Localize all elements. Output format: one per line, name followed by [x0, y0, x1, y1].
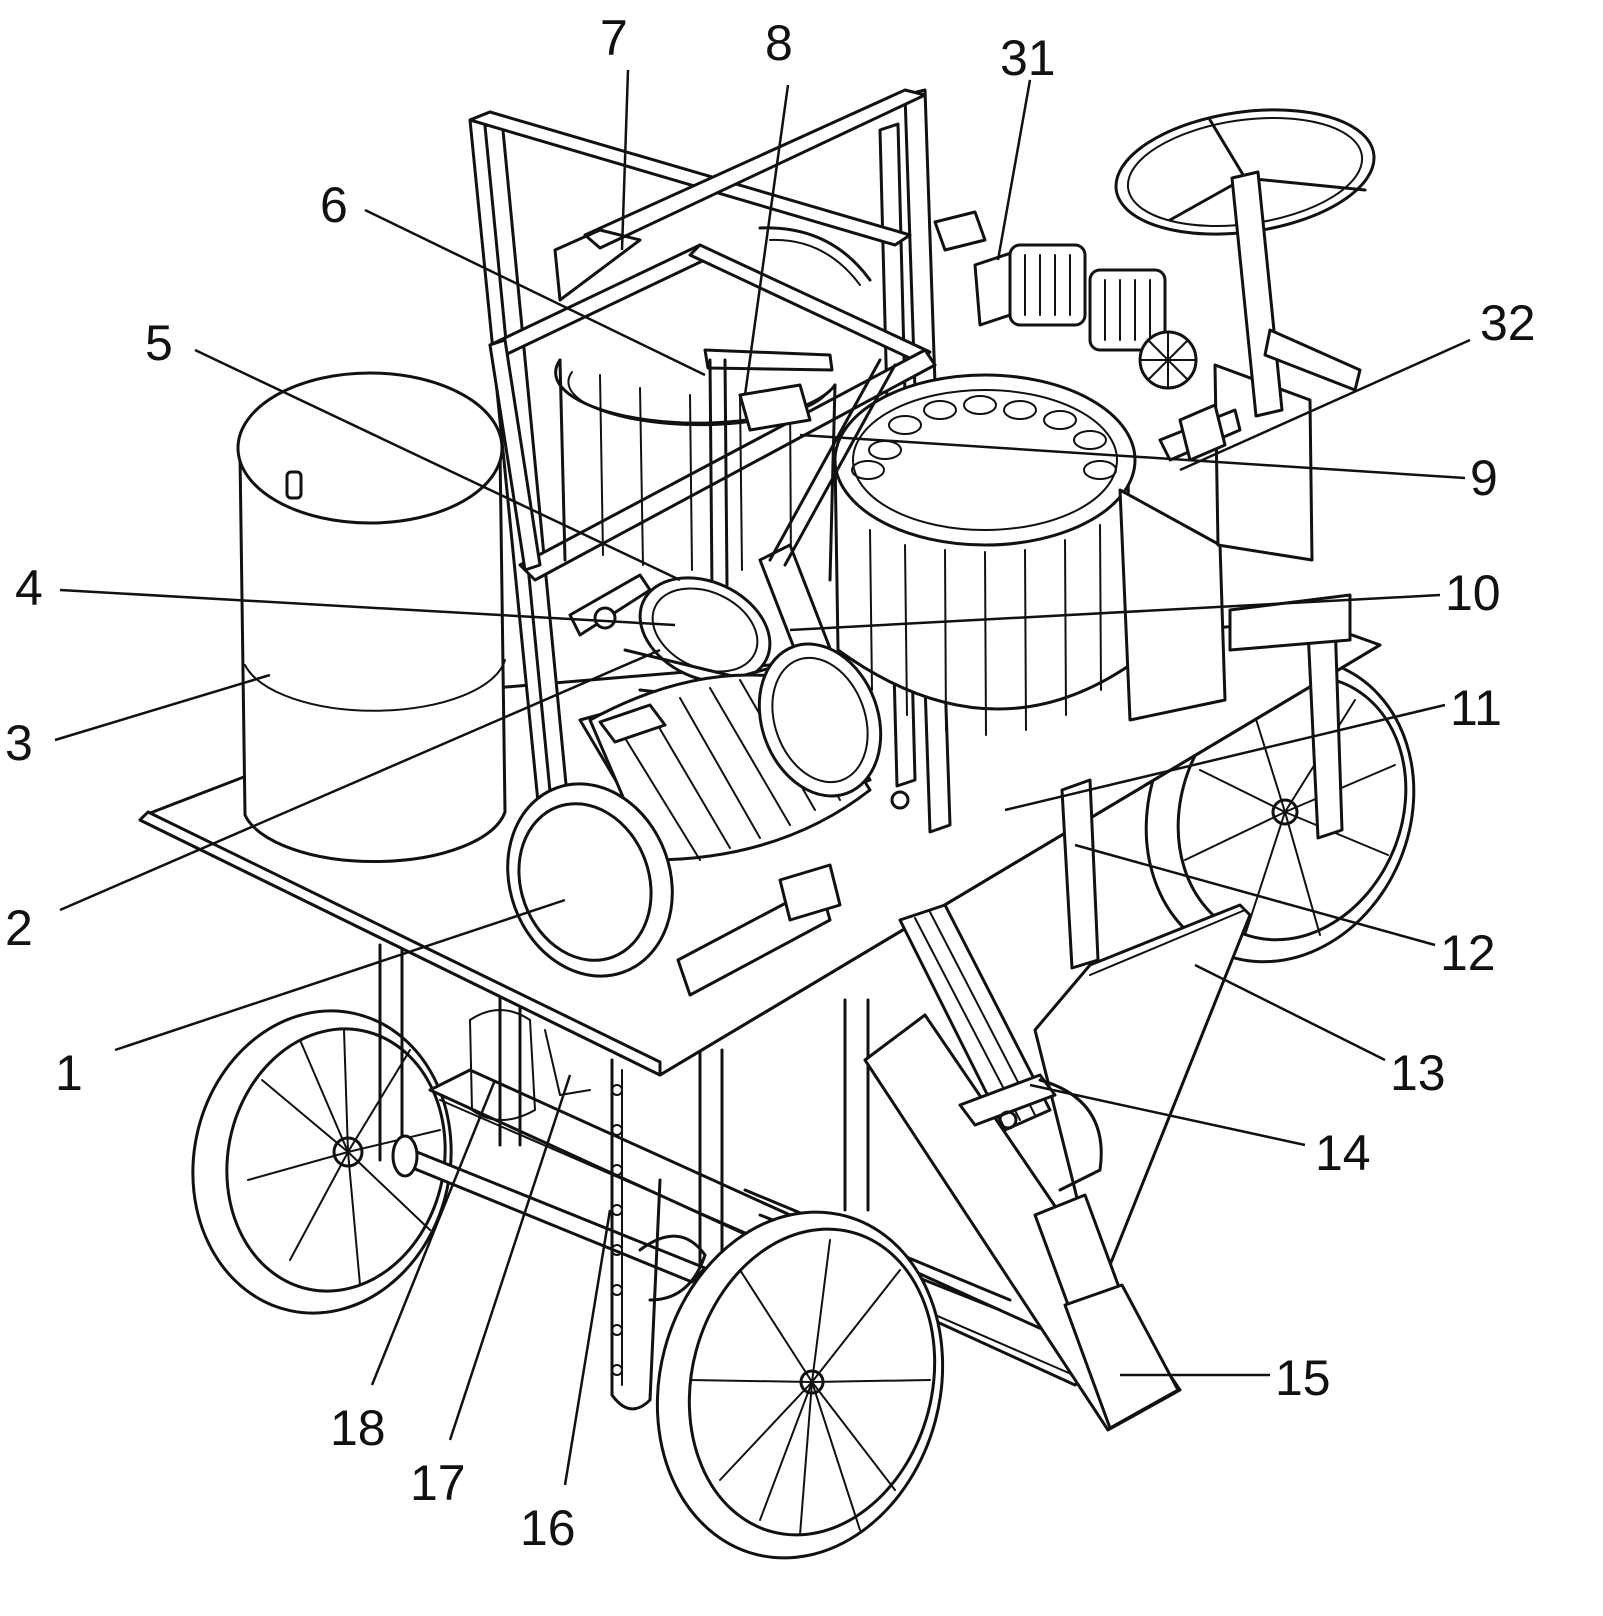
callout-7: 7 — [600, 10, 628, 66]
callout-5: 5 — [145, 315, 173, 371]
chain-drive — [469, 1009, 707, 1411]
leader-7 — [620, 69, 630, 251]
leader-10 — [789, 593, 1441, 632]
furrow-opener — [863, 1013, 1182, 1432]
callout-15: 15 — [1275, 1350, 1331, 1406]
top-gear — [758, 226, 872, 286]
leader-4 — [59, 588, 676, 627]
callout-32: 32 — [1480, 295, 1536, 351]
leader-9 — [799, 433, 1466, 480]
leader-12 — [1074, 843, 1436, 947]
callout-labels: 1 2 3 4 5 6 7 8 9 10 11 12 13 14 15 16 1… — [5, 10, 1536, 1556]
callout-11: 11 — [1450, 680, 1502, 736]
callout-18: 18 — [330, 1400, 386, 1456]
callout-16: 16 — [520, 1500, 576, 1556]
leader-17 — [448, 1074, 572, 1441]
callout-1: 1 — [55, 1045, 83, 1101]
leader-6 — [364, 208, 706, 377]
upper-frame — [468, 88, 952, 834]
callout-17: 17 — [410, 1455, 466, 1511]
front-legs — [1060, 593, 1352, 970]
callout-6: 6 — [320, 177, 348, 233]
leader-14 — [1029, 1083, 1306, 1147]
callout-10: 10 — [1445, 565, 1501, 621]
steering-wheel — [1114, 108, 1376, 418]
seed-drum — [833, 373, 1137, 736]
machine-drawing — [138, 88, 1416, 1560]
compressor — [933, 210, 1198, 390]
callout-14: 14 — [1315, 1125, 1371, 1181]
callout-2: 2 — [5, 900, 33, 956]
leader-3 — [54, 673, 271, 742]
cylinder — [898, 903, 1103, 1192]
callout-31: 31 — [1000, 30, 1056, 86]
leader-18 — [370, 1079, 497, 1386]
callout-3: 3 — [5, 715, 33, 771]
callout-9: 9 — [1470, 450, 1498, 506]
leader-2 — [59, 648, 661, 912]
leader-5 — [194, 348, 681, 582]
chute — [1033, 903, 1252, 1292]
callout-4: 4 — [15, 560, 43, 616]
front-left-wheel — [655, 1210, 945, 1560]
leader-31 — [996, 79, 1032, 261]
leader-11 — [1004, 703, 1446, 812]
callout-12: 12 — [1440, 925, 1496, 981]
leader-8 — [743, 84, 790, 396]
callout-8: 8 — [765, 15, 793, 71]
motor — [506, 642, 910, 997]
leader-13 — [1194, 963, 1386, 1062]
rear-left-wheel — [191, 1009, 453, 1315]
leader-1 — [114, 898, 566, 1052]
leader-lines — [54, 69, 1471, 1486]
leader-32 — [1179, 338, 1471, 472]
tank — [236, 371, 507, 864]
callout-13: 13 — [1390, 1045, 1446, 1101]
leader-16 — [563, 1209, 612, 1486]
